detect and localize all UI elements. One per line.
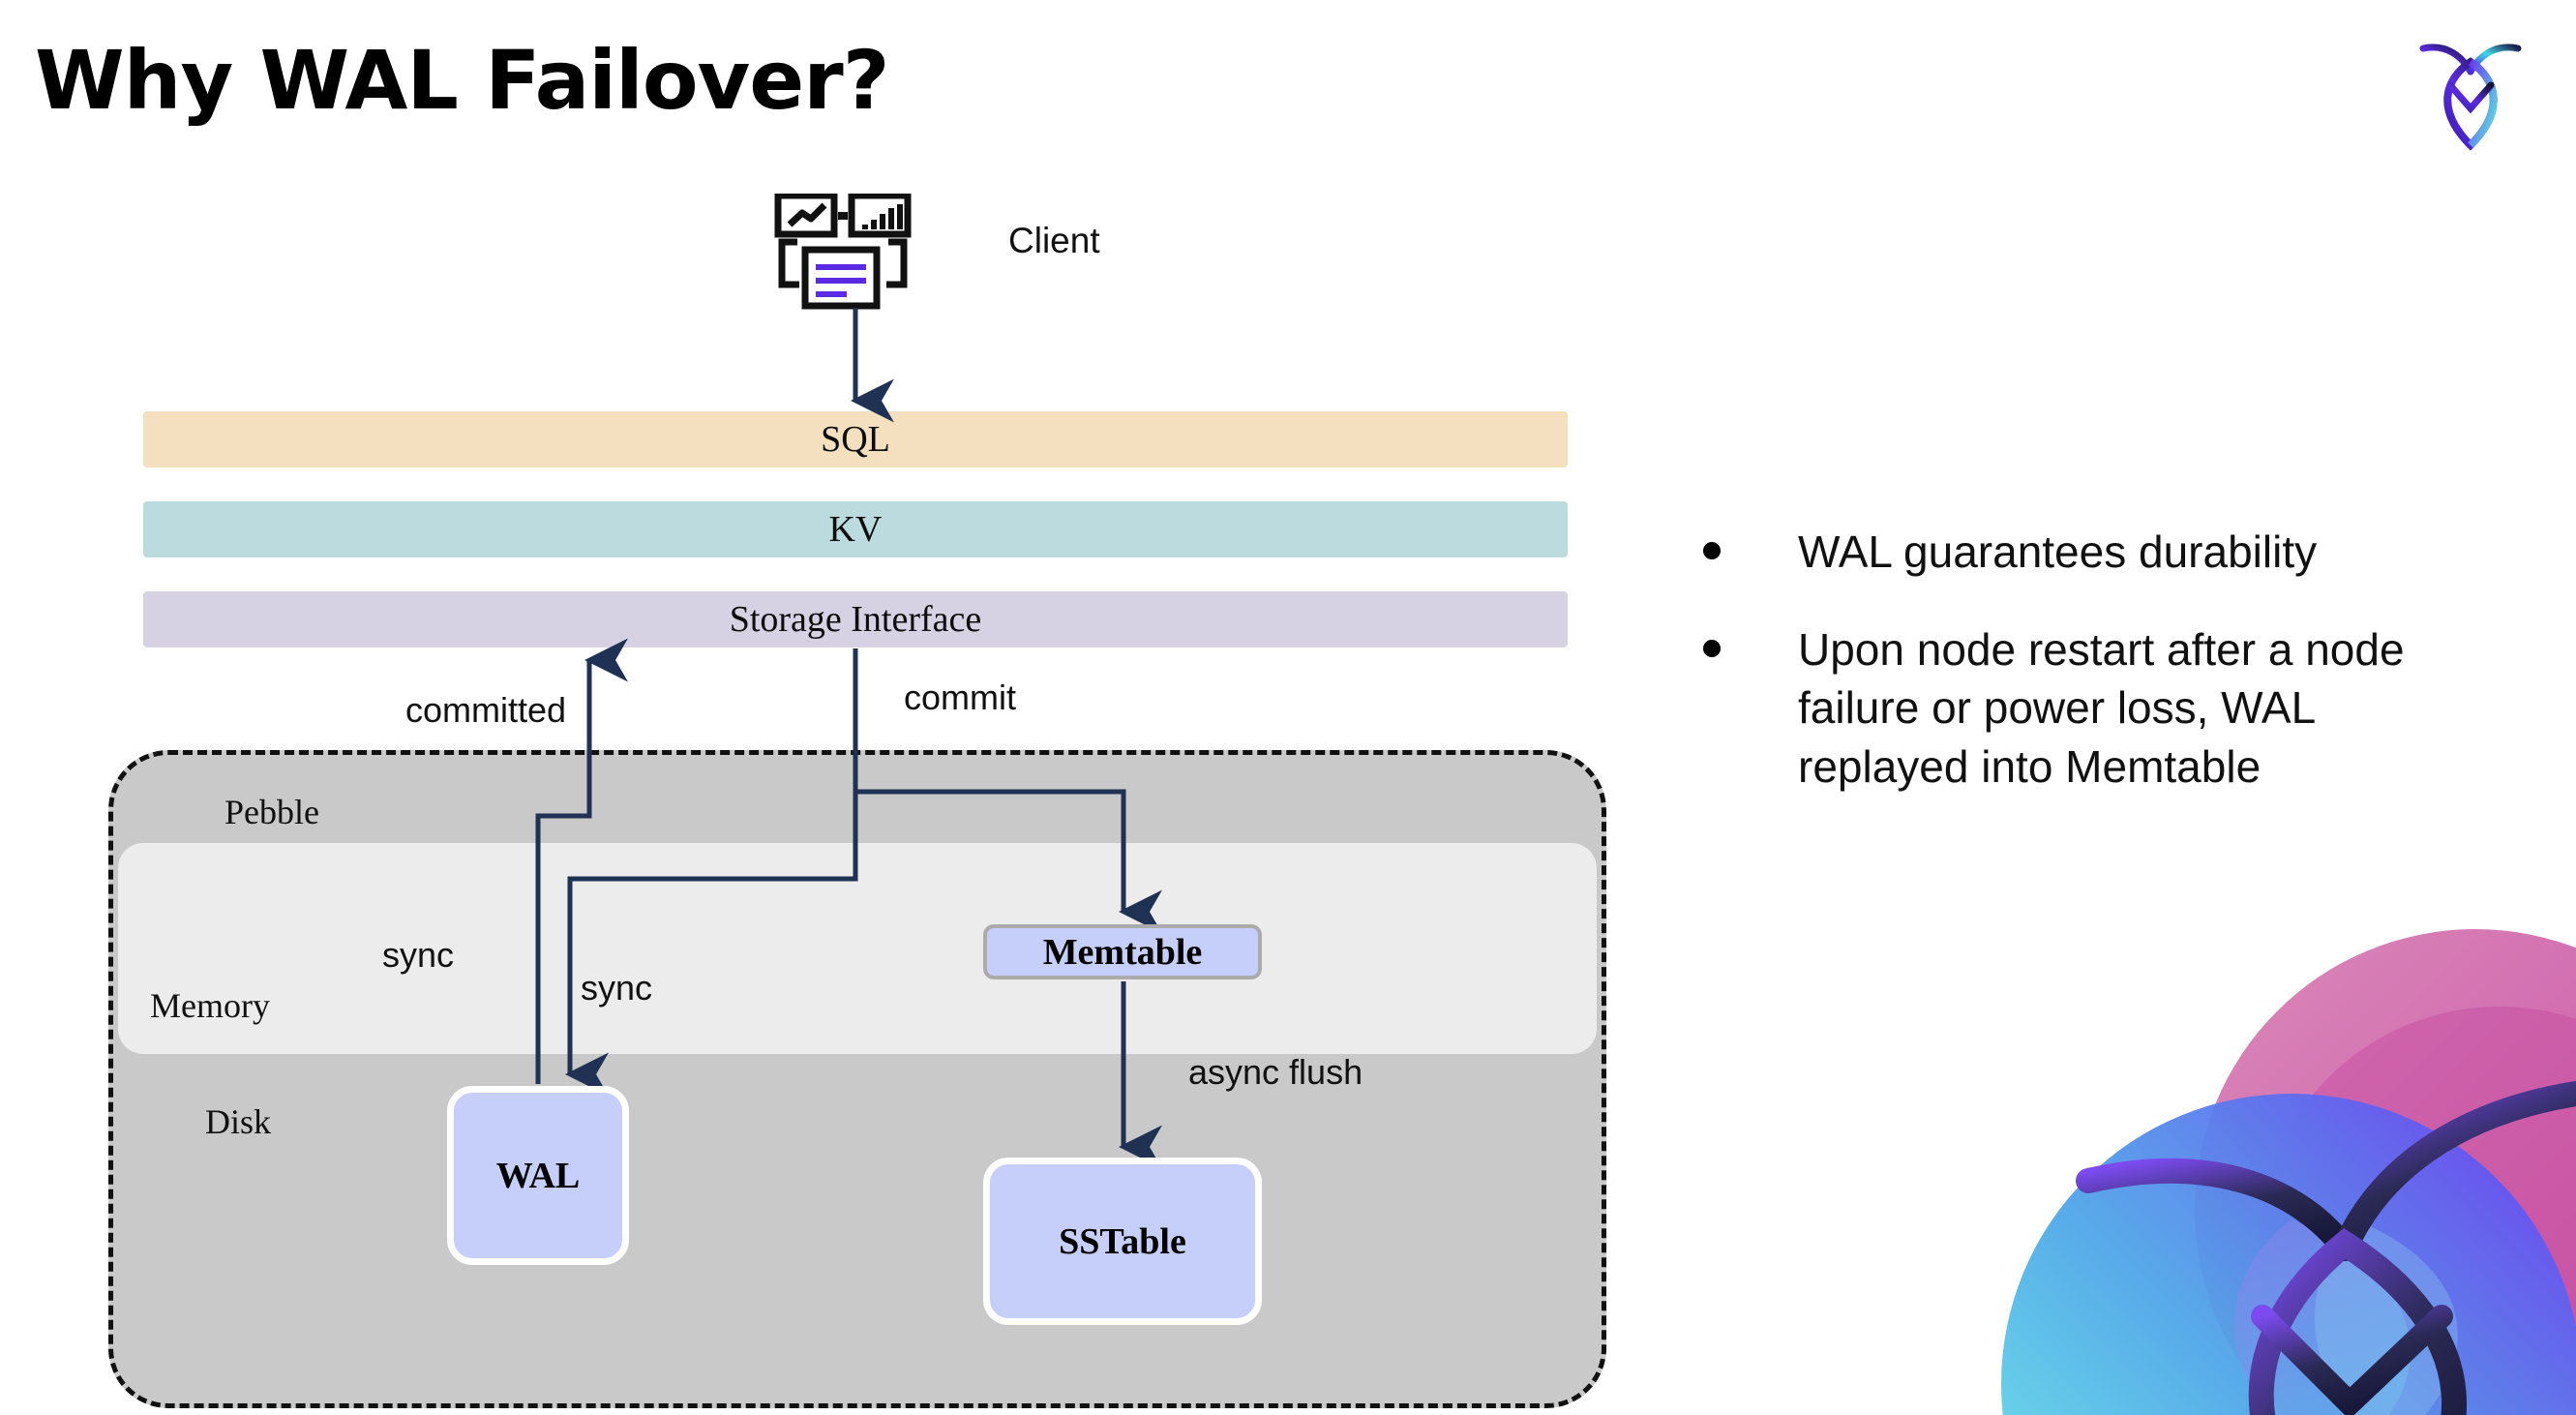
layer-bar-storage-interface: Storage Interface [143,591,1568,647]
memory-zone-label: Memory [150,986,270,1025]
cockroachdb-logo-icon [2408,29,2533,151]
edge-label-commit: commit [904,677,1016,717]
node-memtable: Memtable [983,924,1262,979]
edge-label-committed: committed [405,690,567,730]
edge-label-sync-2: sync [581,968,653,1008]
disk-zone-label: Disk [205,1102,272,1141]
layer-bar-sql: SQL [143,411,1568,467]
node-memtable-label: Memtable [1042,931,1203,973]
layer-bar-sql-label: SQL [821,419,890,460]
layer-bar-storage-interface-label: Storage Interface [729,599,982,640]
page-title: Why WAL Failover? [35,33,889,128]
bullet-list: WAL guarantees durability Upon node rest… [1703,523,2497,835]
node-sstable: SSTable [983,1158,1262,1325]
layer-bar-kv: KV [143,501,1568,557]
bullet-text: WAL guarantees durability [1798,527,2318,577]
bullet-dot-icon [1703,542,1721,559]
node-wal-label: WAL [495,1155,581,1196]
list-item: WAL guarantees durability [1703,523,2497,582]
client-dashboard-icon [774,192,929,310]
node-wal: WAL [447,1086,629,1265]
list-item: Upon node restart after a node failure o… [1703,620,2497,797]
bullet-text: Upon node restart after a node failure o… [1798,623,2405,793]
bullet-dot-icon [1703,639,1721,657]
node-sstable-label: SSTable [1059,1220,1186,1262]
edge-label-sync-1: sync [382,935,455,975]
client-label: Client [1008,221,1100,260]
pebble-zone-label: Pebble [225,793,319,831]
layer-bar-kv-label: KV [828,509,883,550]
edge-label-async-flush: async flush [1188,1052,1363,1092]
